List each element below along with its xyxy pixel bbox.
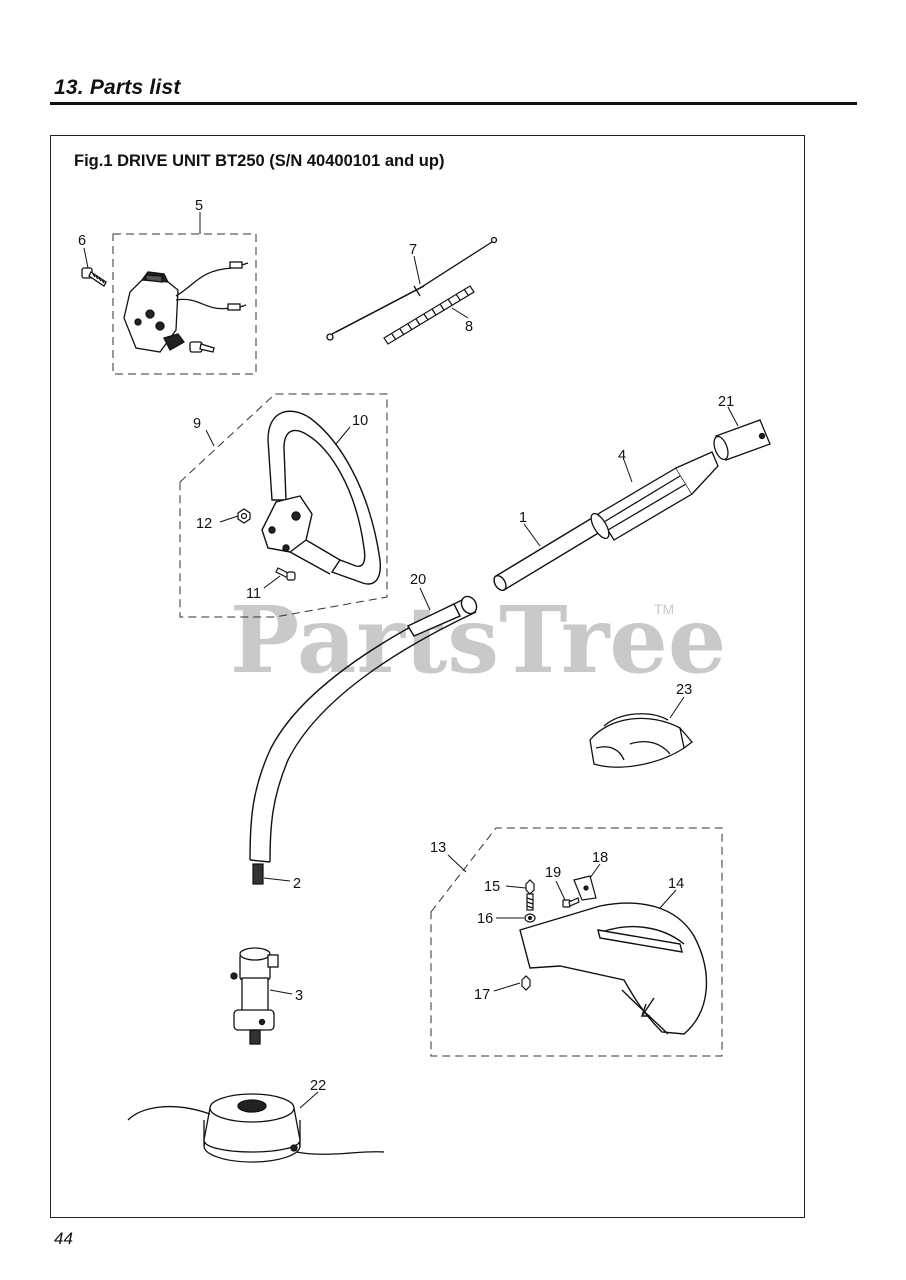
throttle-cable-part-7 bbox=[326, 236, 498, 341]
callout-6: 6 bbox=[78, 233, 86, 249]
nut-part-12 bbox=[237, 508, 251, 524]
callout-7: 7 bbox=[409, 242, 417, 258]
callout-1: 1 bbox=[519, 510, 527, 526]
callout-3: 3 bbox=[295, 988, 303, 1004]
callout-20: 20 bbox=[410, 572, 426, 588]
figure-frame bbox=[50, 135, 805, 1218]
grip-part-4 bbox=[590, 451, 719, 541]
callout-10: 10 bbox=[352, 413, 368, 429]
screw-part-15 bbox=[525, 879, 535, 911]
sleeve-part-21 bbox=[713, 419, 771, 461]
callout-14: 14 bbox=[668, 876, 684, 892]
group-box-guard bbox=[430, 827, 723, 1057]
callout-5: 5 bbox=[195, 198, 203, 214]
section-title: 13. Parts list bbox=[54, 76, 181, 99]
guard-part-14 bbox=[519, 902, 708, 1035]
bracket-part-18 bbox=[573, 875, 597, 901]
title-rule bbox=[50, 102, 857, 105]
callout-22: 22 bbox=[310, 1078, 326, 1094]
leader-lines bbox=[83, 212, 739, 1109]
coupler-part-3 bbox=[230, 947, 279, 1045]
callout-16: 16 bbox=[477, 911, 493, 927]
group-box-handle bbox=[179, 393, 388, 618]
bent-pipe-part-20 bbox=[249, 595, 478, 863]
callout-13: 13 bbox=[430, 840, 446, 856]
callout-11: 11 bbox=[246, 586, 261, 602]
switch-housing-part-5 bbox=[123, 261, 249, 353]
callout-9: 9 bbox=[193, 416, 201, 432]
group-box-switch bbox=[112, 233, 257, 375]
washer-part-16 bbox=[524, 913, 536, 923]
callout-19: 19 bbox=[545, 865, 561, 881]
screw-part-19 bbox=[562, 897, 580, 908]
loop-handle-part-10 bbox=[261, 410, 381, 585]
trimmer-head-part-22 bbox=[127, 1093, 385, 1163]
watermark: PartsTree bbox=[230, 586, 726, 694]
goggles-part-23 bbox=[589, 713, 693, 768]
callout-18: 18 bbox=[592, 850, 608, 866]
figure-caption: Fig.1 DRIVE UNIT BT250 (S/N 40400101 and… bbox=[74, 152, 445, 170]
bolt-part-6 bbox=[81, 267, 107, 287]
callout-4: 4 bbox=[618, 448, 626, 464]
callout-15: 15 bbox=[484, 879, 500, 895]
callout-17: 17 bbox=[474, 987, 490, 1003]
callout-23: 23 bbox=[676, 682, 692, 698]
callout-21: 21 bbox=[718, 394, 734, 410]
nut-part-17 bbox=[521, 975, 531, 991]
watermark-trademark: TM bbox=[654, 601, 674, 617]
callout-2: 2 bbox=[293, 876, 301, 892]
cable-tube-part-8 bbox=[383, 285, 475, 345]
callout-12: 12 bbox=[196, 516, 212, 532]
page-number: 44 bbox=[54, 1229, 73, 1248]
bolt-part-11 bbox=[275, 567, 296, 581]
shaft-part-2 bbox=[252, 863, 264, 885]
callout-8: 8 bbox=[465, 319, 473, 335]
